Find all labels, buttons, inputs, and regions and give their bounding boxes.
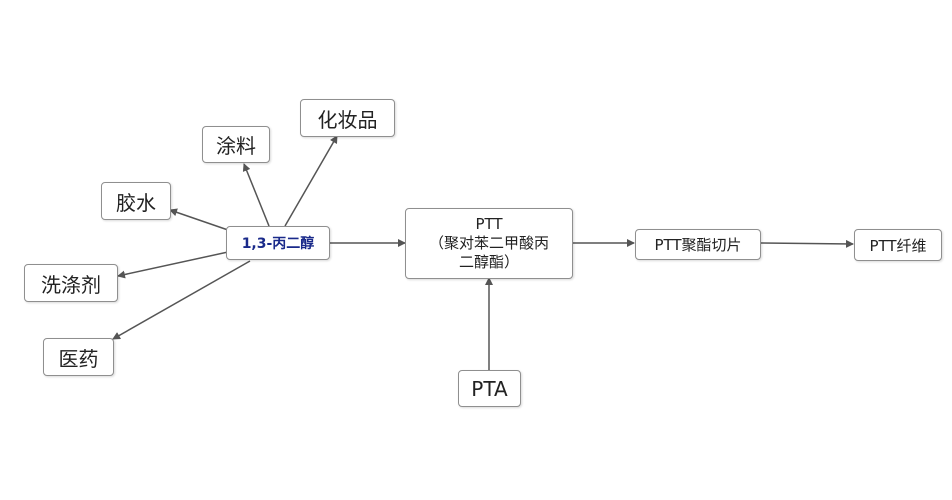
node-ptt-chips-label: PTT聚酯切片 (654, 236, 742, 254)
node-ptt-line3: 二醇酯） (458, 253, 519, 271)
node-ptt: PTT （聚对苯二甲酸丙 二醇酯） (405, 208, 573, 279)
node-glue: 胶水 (101, 182, 171, 220)
node-ptt-chips: PTT聚酯切片 (635, 229, 761, 260)
arrow-pdo-to-detergent (117, 251, 229, 279)
arrow-pdo-to-coating (242, 163, 270, 227)
node-cosmetics-label: 化妆品 (317, 107, 378, 132)
node-1-3-propanediol-label: 1,3-丙二醇 (241, 236, 315, 252)
node-medicine: 医药 (43, 338, 114, 376)
arrow-chips-to-fiber (759, 239, 854, 248)
node-medicine-label: 医药 (58, 346, 99, 371)
node-pta: PTA (458, 370, 521, 407)
node-pta-label: PTA (471, 376, 508, 401)
arrow-pdo-to-glue (169, 208, 229, 231)
node-ptt-line2: （聚对苯二甲酸丙 (428, 234, 549, 252)
arrow-pdo-to-medicine (112, 260, 251, 340)
node-ptt-fiber: PTT纤维 (854, 229, 942, 261)
node-coating-label: 涂料 (216, 134, 256, 158)
node-1-3-propanediol: 1,3-丙二醇 (226, 226, 330, 260)
node-detergent: 洗涤剂 (24, 264, 118, 302)
arrow-pdo-to-cosmetics (284, 135, 338, 227)
node-coating: 涂料 (202, 126, 270, 163)
node-cosmetics: 化妆品 (300, 99, 395, 137)
node-detergent-label: 洗涤剂 (41, 272, 101, 297)
node-glue-label: 胶水 (116, 190, 156, 215)
node-ptt-line1: PTT (475, 215, 503, 233)
node-ptt-fiber-label: PTT纤维 (869, 236, 927, 255)
